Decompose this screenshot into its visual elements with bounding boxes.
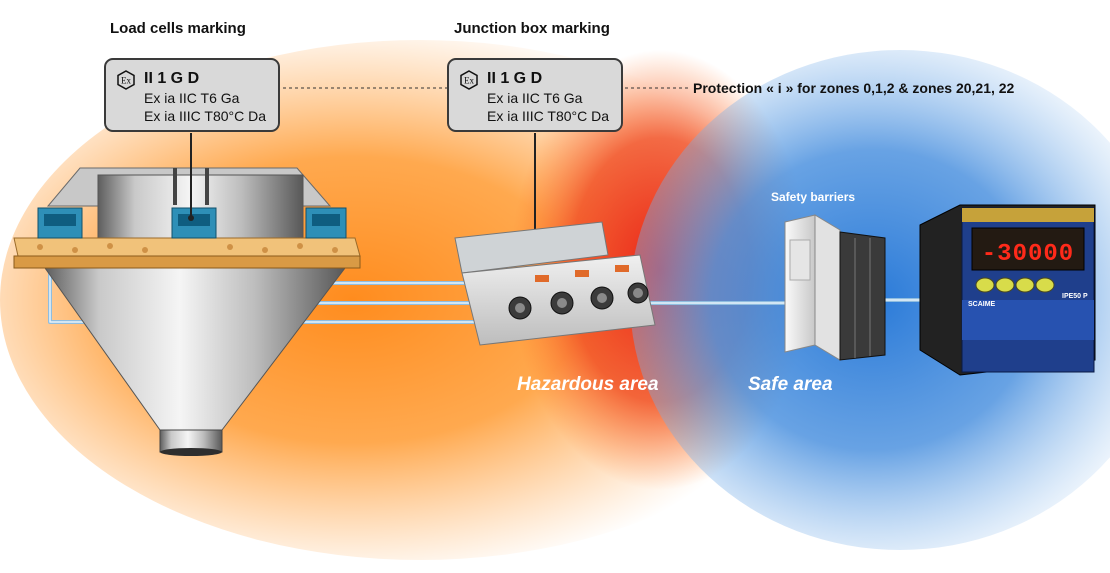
ex-symbol: Ex bbox=[121, 76, 131, 86]
ex-hexagon-icon: Ex bbox=[117, 70, 135, 90]
marking-dust-rating: Ex ia IIIC T80°C Da bbox=[487, 108, 610, 124]
junction-box-marking-box: Ex II 1 G D Ex ia IIC T6 Ga Ex ia IIIC T… bbox=[447, 58, 623, 132]
marking-class: II 1 G D bbox=[144, 70, 200, 87]
indicator-brand-label: SCAIME bbox=[968, 301, 996, 308]
hazardous-area-label: Hazardous area bbox=[517, 374, 659, 395]
load-cells-marking-box: Ex II 1 G D Ex ia IIC T6 Ga Ex ia IIIC T… bbox=[104, 58, 280, 132]
ex-symbol: Ex bbox=[464, 76, 474, 86]
marking-gas-rating: Ex ia IIC T6 Ga bbox=[487, 90, 583, 106]
junction-box-device bbox=[454, 221, 656, 346]
safety-barrier-device bbox=[784, 214, 886, 361]
load-cells bbox=[37, 207, 347, 239]
marking-dust-rating: Ex ia IIIC T80°C Da bbox=[144, 108, 267, 124]
protection-note: Protection « i » for zones 0,1,2 & zones… bbox=[693, 80, 1015, 96]
weight-indicator-device bbox=[919, 204, 1096, 376]
junction-box-heading: Junction box marking bbox=[454, 20, 610, 37]
marking-gas-rating: Ex ia IIC T6 Ga bbox=[144, 90, 240, 106]
indicator-model-label: IPE50 P bbox=[1062, 293, 1088, 300]
support-platform bbox=[13, 237, 361, 269]
marking-class: II 1 G D bbox=[487, 70, 543, 87]
safety-barriers-label: Safety barriers bbox=[771, 190, 856, 204]
indicator-display-text: -30000 bbox=[982, 241, 1074, 268]
ex-hexagon-icon: Ex bbox=[460, 70, 478, 90]
load-cells-heading: Load cells marking bbox=[110, 20, 246, 37]
safe-area-label: Safe area bbox=[748, 374, 833, 395]
